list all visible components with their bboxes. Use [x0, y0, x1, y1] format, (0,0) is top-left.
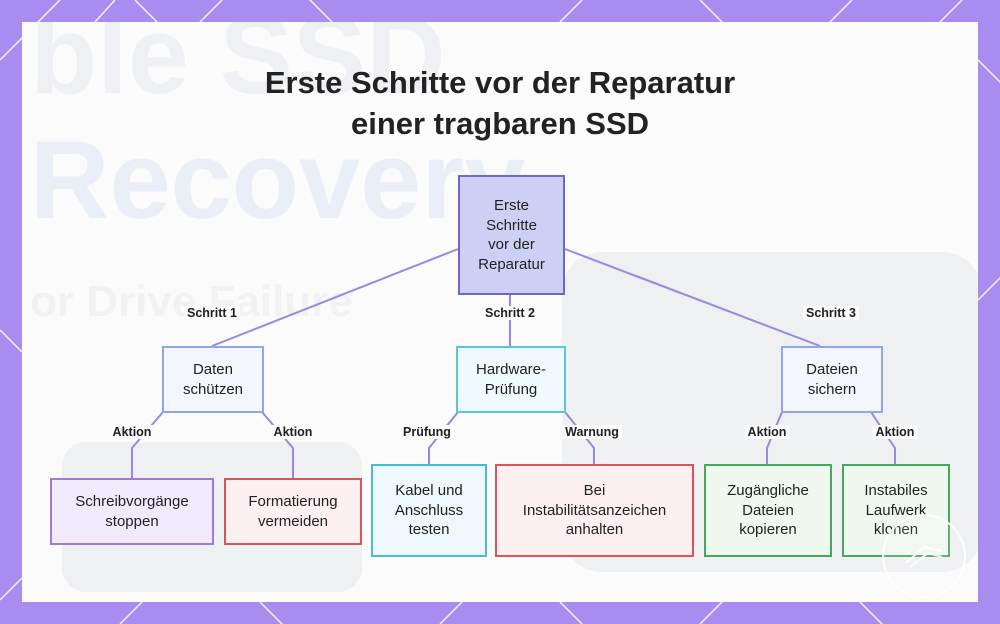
leaf-instabilitaet-anhalten: Bei Instabilitätsanzeichen anhalten: [495, 464, 694, 557]
title-line-2: einer tragbaren SSD: [350, 106, 650, 141]
edge-label-leaf6: Aktion: [872, 425, 918, 439]
edge-root-step1: [211, 248, 459, 347]
leaf-formatierung-vermeiden: Formatierung vermeiden: [224, 478, 362, 545]
node-dateien-sichern: Dateien sichern: [781, 346, 883, 413]
diagram-title: Erste Schritte vor der Reparatur einer t…: [0, 62, 1000, 144]
edge-label-leaf4: Warnung: [562, 425, 622, 439]
edge-label-leaf1: Aktion: [109, 425, 155, 439]
background-text-line-2: Recovery: [30, 119, 526, 242]
edge-label-step2: Schritt 2: [481, 306, 539, 320]
edge-step2-leaf4: [564, 411, 595, 464]
leaf-kabel-testen: Kabel und Anschluss testen: [371, 464, 487, 557]
edge-step1-leaf1: [131, 411, 164, 478]
watermark-logo: [882, 514, 966, 598]
edge-label-step1: Schritt 1: [183, 306, 241, 320]
edge-label-leaf5: Aktion: [744, 425, 790, 439]
node-daten-schuetzen: Daten schützen: [162, 346, 264, 413]
edge-label-leaf3: Prüfung: [400, 425, 454, 439]
edge-step2-leaf3: [428, 411, 459, 464]
leaf-dateien-kopieren: Zugängliche Dateien kopieren: [704, 464, 832, 557]
edge-label-leaf2: Aktion: [270, 425, 316, 439]
edge-step1-leaf2: [261, 411, 294, 478]
circle-logo-icon: [905, 545, 943, 568]
root-node: Erste Schritte vor der Reparatur: [458, 175, 565, 295]
node-hardware-pruefung: Hardware- Prüfung: [456, 346, 566, 413]
edge-root-step3: [564, 248, 821, 347]
edge-step3-leaf5: [766, 411, 783, 464]
edge-step3-leaf6: [870, 411, 896, 464]
leaf-schreibvorgaenge-stoppen: Schreibvorgänge stoppen: [50, 478, 214, 545]
title-line-1: Erste Schritte vor der Reparatur: [264, 65, 736, 100]
edge-label-step3: Schritt 3: [802, 306, 860, 320]
background-text-line-1: ble SSD: [30, 22, 446, 117]
